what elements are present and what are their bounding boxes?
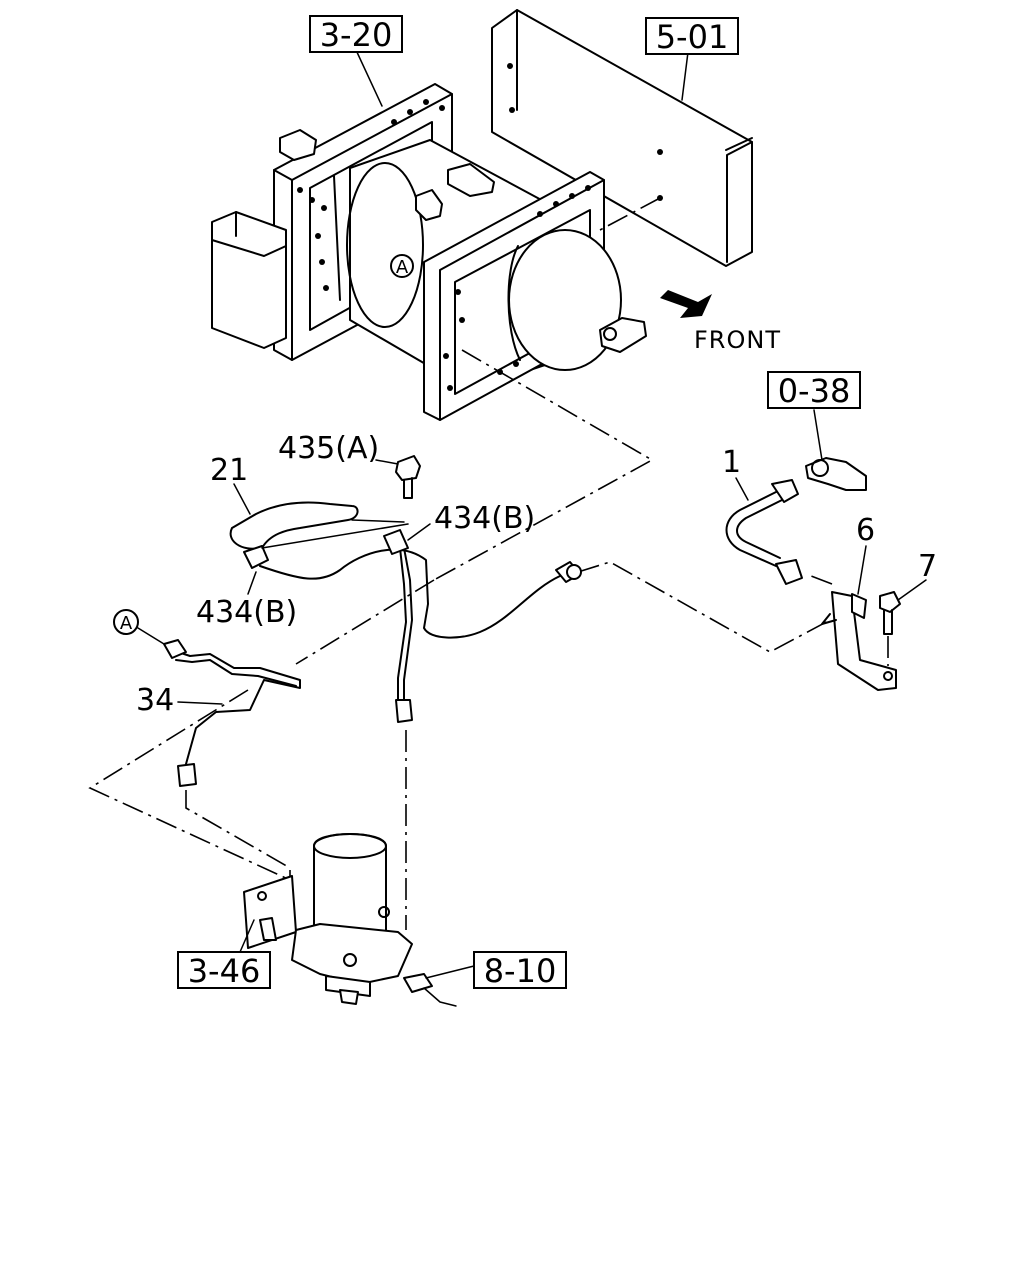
svg-text:A: A <box>396 257 409 278</box>
svg-text:8-10: 8-10 <box>484 952 557 990</box>
part-label-7: 7 <box>918 549 937 584</box>
ref-box-0-38: 0-38 <box>767 371 861 410</box>
mount-line-rail <box>599 197 661 231</box>
bolt-part-7 <box>879 591 901 635</box>
leader-ref-3-46 <box>239 919 255 953</box>
leader-part-34 <box>177 701 223 705</box>
leader-ref-0-38 <box>813 409 823 461</box>
pipe-34 <box>163 639 301 787</box>
routing-lines <box>88 349 889 930</box>
front-label: FRONT <box>694 326 781 354</box>
ref-box-5-01: 5-01 <box>645 17 739 56</box>
part-label-1: 1 <box>722 445 741 480</box>
elbow-fitting <box>805 457 867 491</box>
leader-part-435 <box>375 459 399 465</box>
part-label-434-bottom: 434(B) <box>196 595 297 630</box>
part-label-434-top: 434(B) <box>434 501 535 536</box>
leader-ref-5-01 <box>681 51 689 101</box>
marker-a-tank: A <box>390 254 414 278</box>
ref-box-8-10: 8-10 <box>473 951 567 990</box>
part-label-435: 435(A) <box>278 431 379 466</box>
hose-part-1 <box>725 479 803 585</box>
leader-ref-8-10 <box>425 965 475 979</box>
leader-part-6 <box>857 545 867 595</box>
front-arrow-icon <box>660 290 712 318</box>
part-label-21: 21 <box>210 453 248 488</box>
svg-text:3-20: 3-20 <box>320 16 393 54</box>
pipe-21 <box>229 501 582 723</box>
svg-text:0-38: 0-38 <box>778 372 851 410</box>
leader-part-434-bottom <box>247 571 257 595</box>
leader-part-21 <box>233 483 251 515</box>
svg-text:3-46: 3-46 <box>188 952 261 990</box>
part-label-34: 34 <box>136 683 174 718</box>
ref-box-3-20: 3-20 <box>309 15 403 54</box>
leader-part-434-top <box>407 523 431 541</box>
ref-box-3-46: 3-46 <box>177 951 271 990</box>
leader-part-1 <box>735 477 749 501</box>
bolt-435 <box>395 455 421 499</box>
svg-text:A: A <box>120 613 133 634</box>
bracket-part-6 <box>821 591 897 691</box>
leader-part-7 <box>897 579 927 601</box>
air-dryer <box>243 833 457 1007</box>
leader-ref-3-20 <box>355 49 383 107</box>
part-label-6: 6 <box>856 513 875 548</box>
leader-part-21-internal <box>261 519 409 549</box>
marker-a-pipe: A <box>113 609 165 645</box>
air-tank-assembly <box>211 83 647 421</box>
svg-text:5-01: 5-01 <box>656 18 729 56</box>
